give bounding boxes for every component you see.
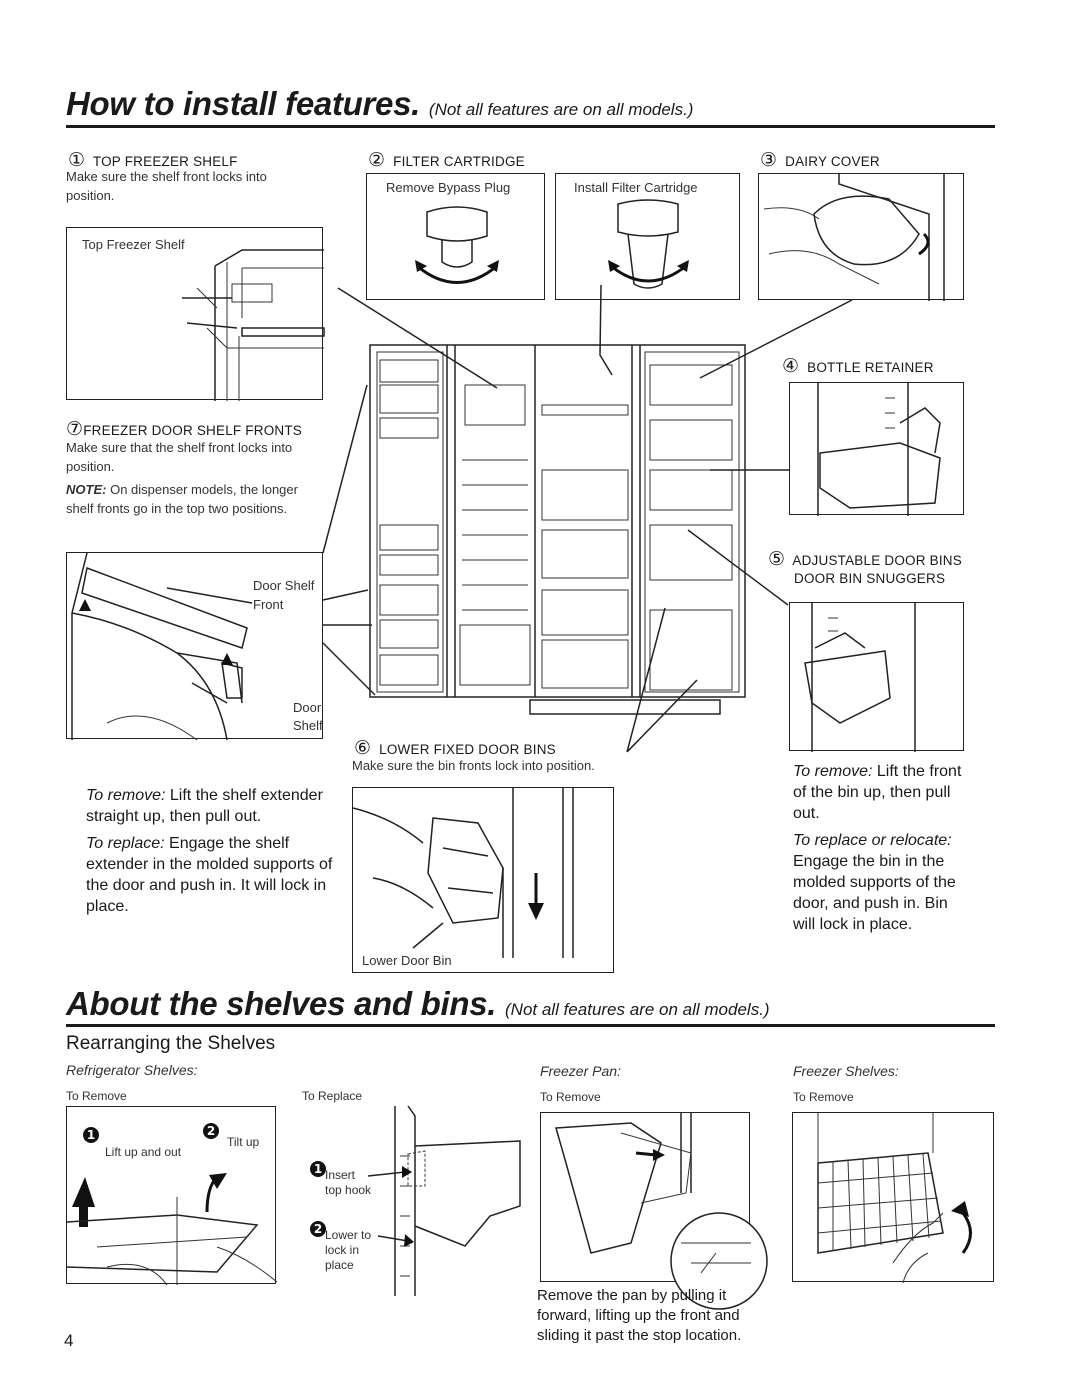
freezer-door-shelf-fronts-desc: Make sure that the shelf front locks int… [66, 440, 293, 474]
freezer-shelves-figure [792, 1112, 994, 1284]
freezer-pan-to-remove-caption: To Remove [540, 1090, 601, 1104]
bypass-plug-drawing [415, 206, 499, 284]
door-bin-drawing [804, 603, 916, 752]
adjustable-door-bins-replace: To replace or relocate: Engage the bin i… [793, 832, 956, 933]
section-title-install: How to install features. (Not all featur… [66, 85, 693, 123]
page-number: 4 [64, 1331, 74, 1350]
refrigerator-cabinet [369, 344, 746, 698]
top-freezer-shelf-desc: Make sure the shelf front locks into pos… [66, 169, 267, 203]
lower-fixed-door-bins-heading: ⑥ LOWER FIXED DOOR BINS [354, 737, 556, 759]
adjustable-door-bins-remove: To remove: Lift the front of the bin up,… [793, 763, 962, 822]
freezer-shelf-drawing [182, 249, 325, 401]
section-title-shelves: About the shelves and bins. (Not all fea… [66, 985, 770, 1023]
insert-top-hook-caption: Insert top hook [325, 1168, 372, 1197]
lower-door-bin-drawing [352, 788, 574, 958]
install-filter-figure: Install Filter Cartridge [555, 173, 740, 300]
freezer-pan-figure [540, 1112, 768, 1310]
lower-fixed-door-bins-desc: Make sure the bin fronts lock into posit… [352, 758, 595, 773]
replace-step-1-badge: 1 [310, 1161, 326, 1177]
lift-up-caption: Lift up and out [105, 1145, 182, 1159]
freezer-door-shelf-replace: To replace: Engage the shelf extender in… [86, 835, 333, 915]
ref-to-replace-caption: To Replace [302, 1089, 363, 1103]
freezer-door-shelf-remove: To remove: Lift the shelf extender strai… [86, 787, 323, 825]
door-bin-snuggers-heading: DOOR BIN SNUGGERS [794, 571, 946, 586]
bypass-plug-caption: Remove Bypass Plug [386, 180, 511, 195]
freezer-pan-desc: Remove the pan by pulling it forward, li… [537, 1287, 742, 1344]
dairy-cover-figure [758, 173, 964, 301]
lower-door-bin-figure: Lower Door Bin [352, 787, 614, 973]
freezer-shelves-to-remove-caption: To Remove [793, 1090, 854, 1104]
freezer-door-shelf-figure: Door Shelf Front Door Shelf [66, 552, 323, 741]
ref-shelf-remove-drawing [66, 1173, 278, 1286]
rearranging-shelves-heading: Rearranging the Shelves [66, 1033, 276, 1054]
bypass-plug-figure: Remove Bypass Plug [366, 173, 545, 300]
install-subtitle: (Not all features are on all models.) [428, 100, 694, 119]
replace-step-2-badge: 2 [310, 1221, 326, 1237]
step-1-badge: 1 [83, 1127, 99, 1143]
freezer-door-shelf-fronts-note: NOTE: On dispenser models, the longer sh… [66, 482, 298, 516]
refrigerator-shelf-remove-figure: 1 Lift up and out 2 Tilt up [66, 1106, 278, 1286]
lower-to-lock-caption: Lower to lock in place [325, 1228, 372, 1272]
adjustable-door-bins-heading: ⑤ ADJUSTABLE DOOR BINS [768, 548, 962, 570]
filter-cartridge-drawing [608, 199, 689, 289]
bottle-retainer-figure [789, 382, 964, 516]
install-filter-caption: Install Filter Cartridge [574, 180, 698, 195]
door-shelf-front-caption-2: Front [253, 597, 284, 612]
filter-cartridge-heading: ② FILTER CARTRIDGE [368, 149, 525, 171]
door-shelf-front-caption: Door Shelf [253, 578, 315, 593]
install-title: How to install features. [66, 85, 421, 122]
refrigerator-shelves-label: Refrigerator Shelves: [66, 1062, 198, 1078]
freezer-shelf-wire-drawing [817, 1113, 972, 1284]
top-freezer-shelf-heading: ① TOP FREEZER SHELF [68, 149, 238, 171]
shelves-title: About the shelves and bins. [66, 985, 497, 1022]
door-shelf-caption-2: Shelf [293, 718, 323, 733]
ref-to-remove-caption: To Remove [66, 1089, 127, 1103]
step-2-badge: 2 [203, 1123, 219, 1139]
bottle-retainer-drawing [817, 383, 941, 516]
top-freezer-shelf-figure: Top Freezer Shelf [66, 227, 325, 401]
ref-shelf-replace-drawing [367, 1105, 521, 1296]
bottle-retainer-heading: ④ BOTTLE RETAINER [782, 355, 934, 377]
dairy-cover-heading: ③ DAIRY COVER [760, 149, 880, 171]
title-rule [66, 125, 995, 128]
freezer-pan-drawing [555, 1113, 768, 1310]
freezer-pan-label: Freezer Pan: [540, 1063, 621, 1079]
shelves-rule [66, 1024, 995, 1027]
figure-caption: Top Freezer Shelf [82, 237, 185, 252]
door-shelf-caption: Door [293, 700, 322, 715]
refrigerator-overview-drawing [322, 284, 853, 753]
dairy-cover-drawing [763, 174, 945, 301]
tilt-up-caption: Tilt up [227, 1135, 260, 1149]
door-shelf-drawing [71, 552, 253, 741]
freezer-door-shelf-fronts-heading: ⑦FREEZER DOOR SHELF FRONTS [66, 418, 302, 440]
freezer-shelves-label: Freezer Shelves: [793, 1063, 899, 1079]
shelves-subtitle: (Not all features are on all models.) [505, 1000, 770, 1019]
lower-door-bin-caption: Lower Door Bin [362, 953, 452, 968]
adjustable-door-bins-figure [789, 602, 964, 752]
